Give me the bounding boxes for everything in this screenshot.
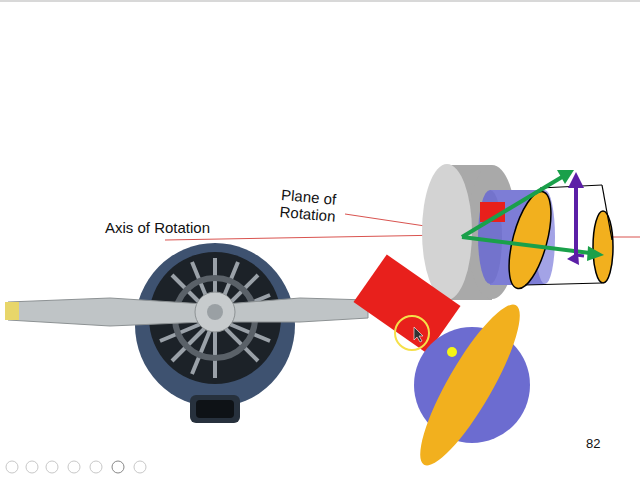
axis-label: Axis of Rotation	[105, 219, 245, 236]
plane-label: Plane of Rotation	[279, 186, 354, 227]
blade-front-view	[354, 254, 536, 475]
frame-lines	[525, 185, 612, 285]
radial-engine	[5, 243, 368, 423]
player-controls	[6, 461, 146, 473]
leader-line	[345, 214, 425, 226]
top-border	[0, 0, 640, 2]
axis-line	[610, 237, 640, 238]
blade-section	[501, 187, 560, 292]
force-arrows	[462, 170, 604, 265]
blade-section	[593, 211, 613, 283]
page-number: 82	[586, 437, 616, 452]
